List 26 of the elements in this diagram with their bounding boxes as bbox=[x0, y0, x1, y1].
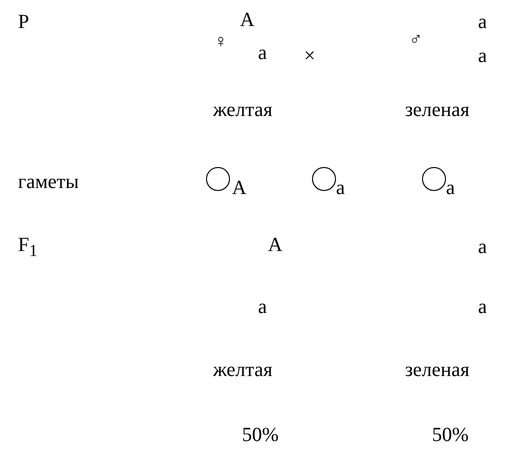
phenotype-label: зеленая bbox=[405, 360, 470, 380]
allele-label: A bbox=[240, 10, 254, 30]
allele-label: a bbox=[258, 43, 267, 63]
allele-label: a bbox=[258, 297, 267, 317]
allele-label: a bbox=[478, 297, 487, 317]
allele-label: a bbox=[478, 237, 487, 257]
male-symbol: ♂ bbox=[409, 30, 422, 48]
allele-label: A bbox=[232, 178, 246, 198]
allele-label: a bbox=[446, 178, 455, 198]
allele-label: a bbox=[478, 46, 487, 66]
female-symbol: ♀ bbox=[214, 32, 228, 50]
generation-label: F$_{1}$ bbox=[18, 235, 38, 260]
allele-label: A bbox=[268, 235, 282, 255]
gamete-circle bbox=[312, 167, 336, 191]
phenotype-label: желтая bbox=[213, 100, 272, 120]
gamete-circle bbox=[422, 167, 446, 191]
row-label: гаметы bbox=[18, 172, 79, 192]
generation-label: P bbox=[18, 12, 30, 32]
allele-label: a bbox=[478, 12, 487, 32]
gamete-circle bbox=[206, 167, 230, 191]
percentage-label: 50% bbox=[242, 425, 279, 445]
phenotype-label: желтая bbox=[213, 360, 272, 380]
phenotype-label: зеленая bbox=[405, 100, 470, 120]
cross-symbol: × bbox=[304, 46, 316, 66]
allele-label: a bbox=[336, 178, 345, 198]
percentage-label: 50% bbox=[432, 425, 469, 445]
